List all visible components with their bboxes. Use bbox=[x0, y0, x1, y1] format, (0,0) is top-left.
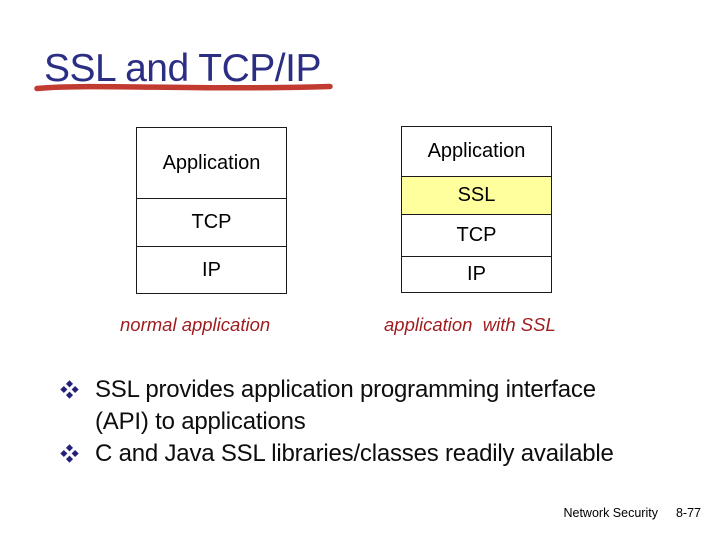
layer-application: Application bbox=[402, 127, 551, 177]
footer-page-number: 8-77 bbox=[675, 506, 701, 520]
layer-tcp: TCP bbox=[402, 215, 551, 257]
bullet-list: SSL provides application programming int… bbox=[60, 374, 672, 470]
bullet-item: C and Java SSL libraries/classes readily… bbox=[60, 438, 672, 470]
caption-normal-application: normal application bbox=[120, 314, 271, 335]
title-underline-stroke bbox=[34, 83, 333, 92]
bullet-text: C and Java SSL libraries/classes readily… bbox=[95, 438, 614, 470]
bullet-line: (API) to applications bbox=[95, 408, 306, 435]
caption-application-with-ssl: application with SSL bbox=[384, 314, 556, 335]
footer: Network Security 8-77 bbox=[563, 506, 701, 520]
layer-ssl-highlighted: SSL bbox=[402, 177, 551, 215]
bullet-diamond-icon bbox=[60, 380, 79, 398]
footer-course-label: Network Security bbox=[563, 506, 658, 520]
page-title: SSL and TCP/IP bbox=[44, 47, 322, 90]
protocol-stack-normal: Application TCP IP bbox=[136, 127, 287, 294]
bullet-diamond-icon bbox=[60, 444, 79, 462]
bullet-line: SSL provides application programming int… bbox=[95, 376, 596, 403]
bullet-item: SSL provides application programming int… bbox=[60, 374, 672, 438]
layer-tcp: TCP bbox=[137, 199, 286, 247]
protocol-stack-with-ssl: Application SSL TCP IP bbox=[401, 126, 552, 293]
layer-ip: IP bbox=[402, 257, 551, 292]
bullet-text: SSL provides application programming int… bbox=[95, 374, 596, 438]
layer-application: Application bbox=[137, 128, 286, 199]
layer-ip: IP bbox=[137, 247, 286, 293]
bullet-line: C and Java SSL libraries/classes readily… bbox=[95, 440, 614, 467]
